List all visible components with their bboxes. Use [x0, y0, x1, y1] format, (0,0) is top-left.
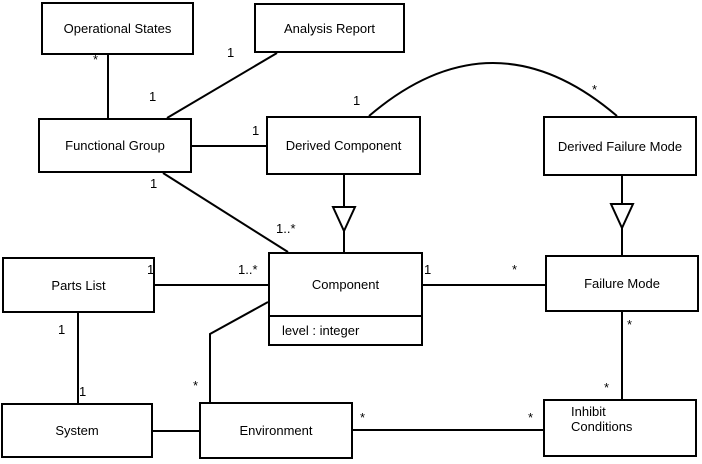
generalization-triangle-icon: [609, 203, 635, 231]
multiplicity-component-failure-mode-end: 1: [424, 262, 432, 277]
multiplicity-failure-mode-component-end: *: [512, 262, 518, 277]
class-name-label: System: [55, 423, 99, 438]
class-attribute-label: level : integer: [282, 323, 360, 338]
class-name-label: Parts List: [51, 277, 106, 293]
generalization-derived-failure-mode-failure-mode: [609, 176, 635, 255]
class-name-label: Environment: [239, 423, 313, 438]
multiplicity-component-parts-list-end: 1..*: [238, 262, 258, 277]
class-derived-failure-mode: Derived Failure Mode: [543, 116, 697, 176]
edge-functional-group-component: [162, 172, 289, 253]
multiplicity-analysis-report-end: 1: [227, 45, 235, 60]
edge-analysis-report-functional-group: [166, 52, 278, 119]
multiplicity-parts-list-system-end: 1: [58, 322, 66, 337]
class-name-label: Operational States: [63, 21, 172, 36]
class-operational-states: Operational States: [41, 2, 194, 55]
class-inhibit-conditions: Inhibit Conditions: [543, 399, 697, 457]
generalization-derived-component-component: [331, 175, 357, 252]
class-failure-mode: Failure Mode: [545, 255, 699, 312]
multiplicity-component-functional-group-end: 1..*: [276, 221, 296, 236]
generalization-triangle-icon: [331, 206, 357, 234]
multiplicity-environment-inhibit-end: *: [360, 410, 366, 425]
class-system: System: [1, 403, 153, 458]
class-functional-group: Functional Group: [38, 118, 192, 173]
multiplicity-derived-failure-mode-arc-end: *: [592, 82, 598, 97]
class-name-label: Functional Group: [65, 138, 165, 153]
class-component: Component level : integer: [268, 252, 423, 346]
multiplicity-environment-component-end: *: [193, 378, 199, 393]
class-name-label: Inhibit Conditions: [571, 404, 633, 434]
class-name-label: Derived Component: [285, 138, 402, 153]
multiplicity-failure-mode-inhibit-end: *: [627, 317, 633, 332]
class-name-label: Failure Mode: [584, 276, 660, 291]
multiplicity-inhibit-failure-mode-end: *: [604, 380, 610, 395]
class-name-compartment: Component: [270, 254, 421, 315]
class-derived-component: Derived Component: [266, 116, 421, 175]
class-parts-list: Parts List: [2, 257, 155, 313]
class-name-label: Analysis Report: [283, 20, 376, 36]
class-analysis-report: Analysis Report: [254, 3, 405, 53]
multiplicity-system-parts-list-end: 1: [79, 384, 87, 399]
edge-environment-component: [209, 301, 269, 402]
class-environment: Environment: [199, 402, 353, 459]
multiplicity-inhibit-environment-end: *: [528, 410, 534, 425]
multiplicity-operational-states-end: *: [93, 52, 99, 67]
multiplicity-functional-group-analysis-end: 1: [149, 89, 157, 104]
class-name-label: Derived Failure Mode: [557, 138, 683, 154]
multiplicity-parts-list-component-end: 1: [147, 262, 155, 277]
multiplicity-functional-group-component-end: 1: [150, 176, 158, 191]
class-name-label: Component: [311, 277, 380, 292]
class-attribute-compartment: level : integer: [270, 315, 421, 344]
multiplicity-derived-component-end: 1: [252, 123, 260, 138]
edge-derived-component-derived-failure-mode-arc: [368, 62, 618, 117]
multiplicity-derived-component-arc-end: 1: [353, 93, 361, 108]
